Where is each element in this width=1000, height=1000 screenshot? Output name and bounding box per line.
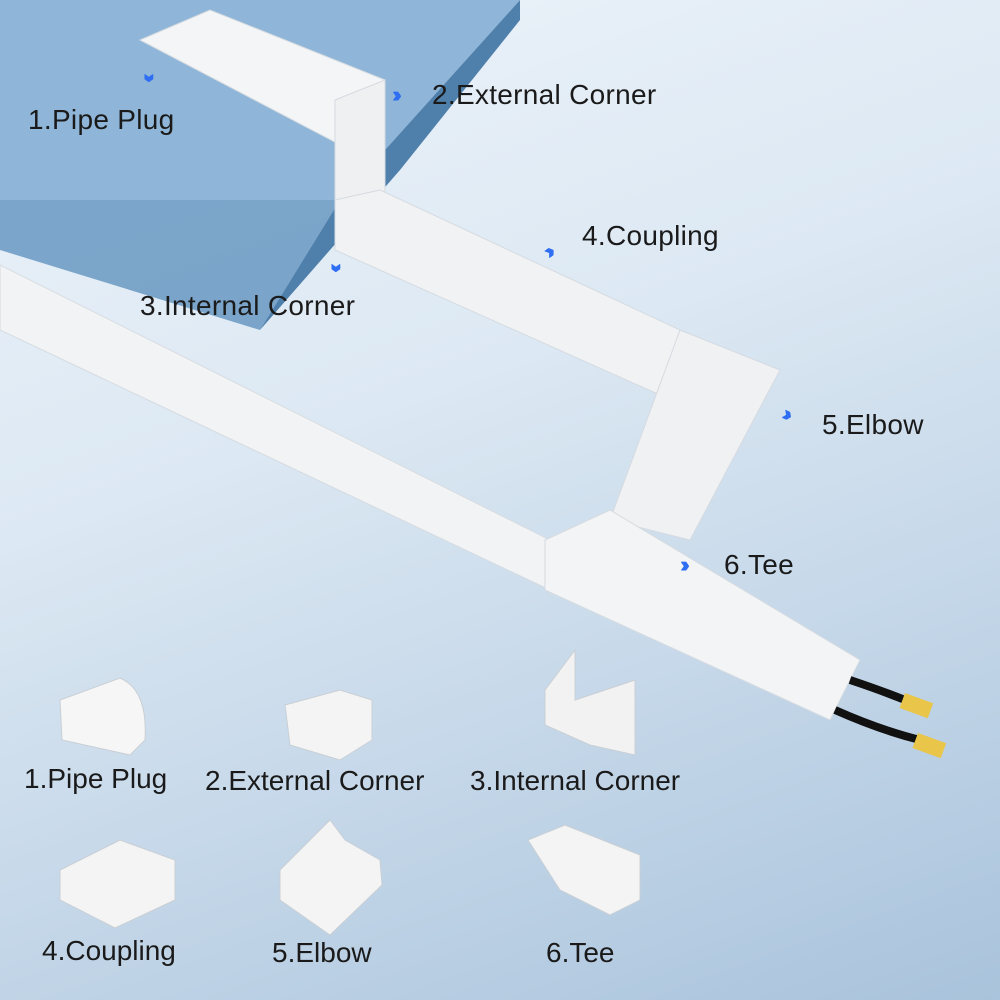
callout-elbow: 5.Elbow	[822, 409, 924, 440]
callout-external-corner: 2.External Corner	[432, 79, 657, 110]
raceway-diagonal	[609, 329, 781, 541]
part-label-external-corner: 2.External Corner	[205, 765, 425, 796]
external-corner-image	[284, 689, 373, 761]
part-label-tee: 6.Tee	[546, 937, 615, 968]
callout-coupling: 4.Coupling	[582, 220, 719, 251]
raceway-end	[544, 509, 861, 721]
part-label-elbow: 5.Elbow	[272, 937, 372, 968]
elbow-image	[279, 819, 383, 936]
rj45-plug-lower	[912, 733, 947, 759]
cable-lower	[833, 706, 921, 744]
tee-image	[527, 824, 641, 916]
arrow-icon: ›››	[680, 552, 690, 577]
internal-corner-image	[544, 648, 636, 756]
wall-block-front	[0, 200, 340, 330]
part-label-coupling: 4.Coupling	[42, 935, 176, 966]
arrow-icon: ›››	[392, 82, 402, 107]
callout-tee: 6.Tee	[724, 549, 794, 580]
arrow-icon: ›››	[324, 263, 350, 267]
part-label-internal-corner: 3.Internal Corner	[470, 765, 681, 796]
rj45-plug-upper	[899, 692, 934, 719]
cable-upper	[848, 676, 907, 704]
part-label-pipe-plug: 1.Pipe Plug	[24, 763, 168, 794]
arrow-icon: ›››	[137, 73, 163, 77]
callout-internal-corner: 3.Internal Corner	[140, 290, 356, 321]
pipe-plug-image	[59, 677, 146, 756]
wall-block-side	[260, 0, 520, 330]
coupling-image	[59, 839, 176, 929]
callout-pipe-plug: 1.Pipe Plug	[28, 104, 175, 135]
